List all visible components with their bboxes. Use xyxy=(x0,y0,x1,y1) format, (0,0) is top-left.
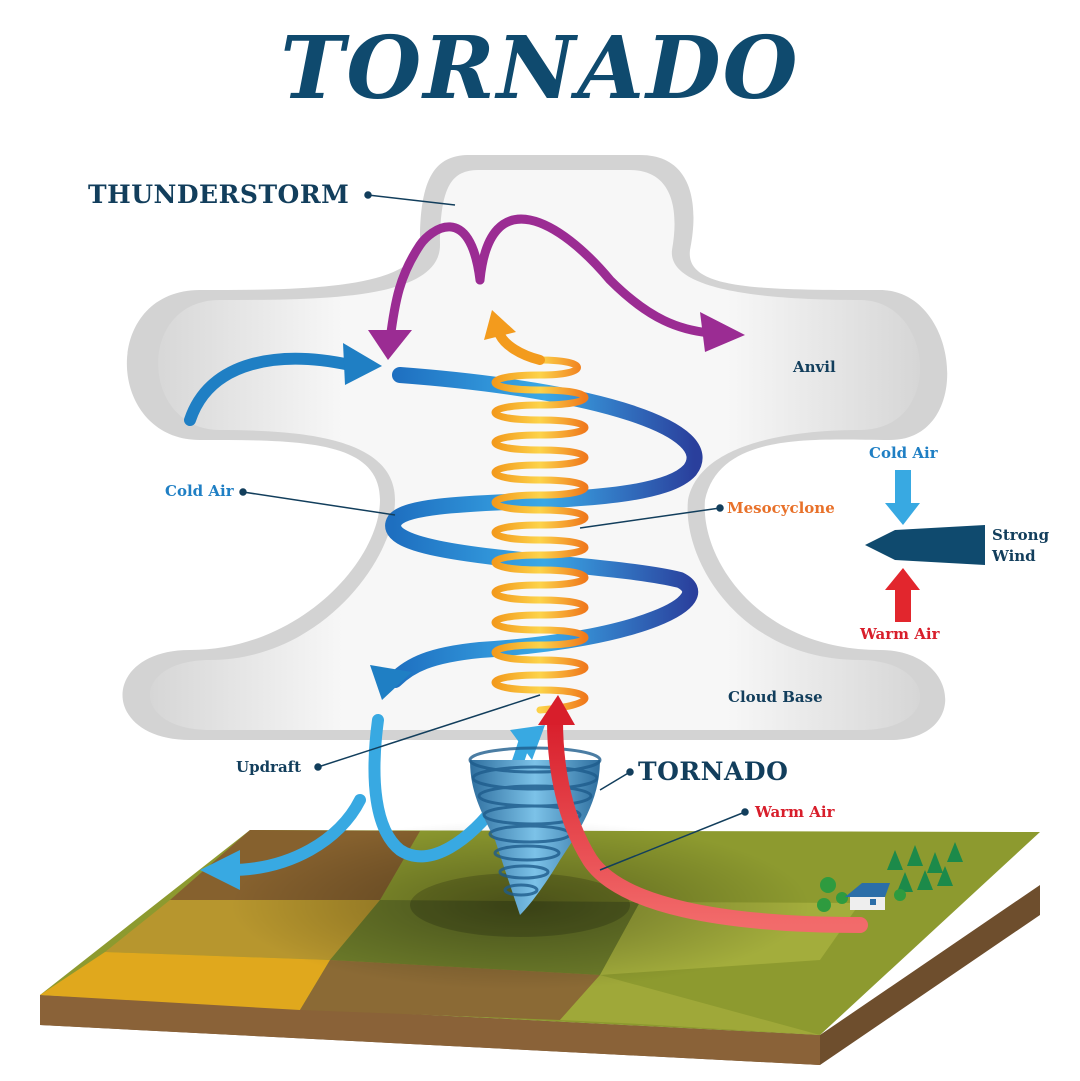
label-warm-air-ground: Warm Air xyxy=(755,803,835,821)
mesocyclone-coil xyxy=(484,310,589,714)
anvil-flow-arrows xyxy=(368,214,745,360)
label-mesocyclone: Mesocyclone xyxy=(727,499,835,517)
label-strong-wind-line1: Strong xyxy=(992,526,1050,544)
wind-indicator xyxy=(865,470,985,622)
label-updraft: Updraft xyxy=(236,758,302,776)
label-cold-air-right: Cold Air xyxy=(869,444,938,462)
label-warm-air-right: Warm Air xyxy=(860,625,940,643)
leader-lines xyxy=(239,191,749,871)
label-anvil: Anvil xyxy=(793,358,836,376)
label-strong-wind-line2: Wind xyxy=(992,547,1036,565)
label-cloud-base: Cloud Base xyxy=(728,688,823,706)
diagram-title: TORNADO xyxy=(280,18,800,119)
label-tornado: TORNADO xyxy=(638,757,789,786)
house-icon xyxy=(845,883,890,910)
tree-icon xyxy=(817,842,963,912)
warm-air-arrow xyxy=(538,695,868,933)
label-cold-air-left: Cold Air xyxy=(165,482,234,500)
label-thunderstorm: THUNDERSTORM xyxy=(88,180,350,209)
